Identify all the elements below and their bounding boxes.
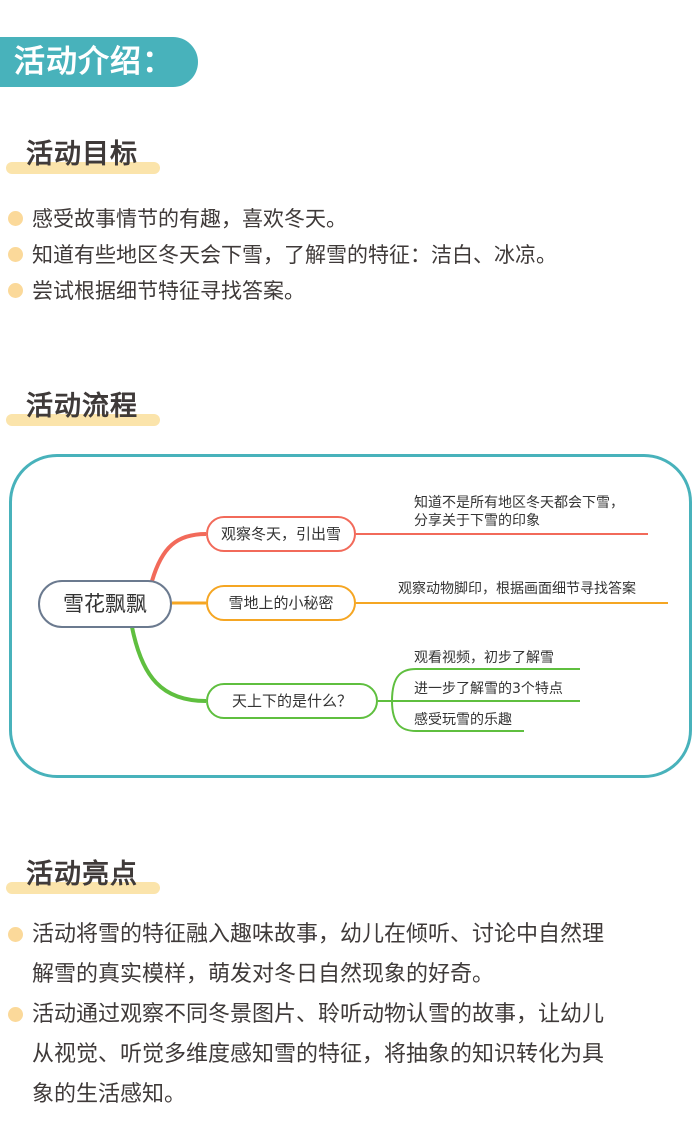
list-item: 活动通过观察不同冬景图片、聆听动物认雪的故事，让幼儿 从视觉、听觉多维度感知雪的… bbox=[0, 995, 700, 1115]
list-item: 知道有些地区冬天会下雪，了解雪的特征：洁白、冰凉。 bbox=[0, 237, 700, 273]
list-item-text-line: 从视觉、听觉多维度感知雪的特征，将抽象的知识转化为具 bbox=[32, 1042, 605, 1067]
list-item-text-line: 象的生活感知。 bbox=[32, 1082, 187, 1107]
heading-highlight bbox=[6, 162, 160, 174]
list-item-text-line: 活动通过观察不同冬景图片、聆听动物认雪的故事，让幼儿 bbox=[32, 1002, 605, 1027]
mindmap-leaf: 分享关于下雪的印象 bbox=[414, 513, 540, 529]
page-title: 活动介绍： bbox=[14, 44, 174, 80]
heading-text: 活动目标 bbox=[26, 139, 138, 170]
page-title-pill: 活动介绍： bbox=[0, 37, 198, 87]
mindmap-diagram: 雪花飘飘 观察冬天，引出雪 雪地上的小秘密 天上下的是什么？ 知道不是所有地区冬… bbox=[9, 454, 692, 778]
mindmap-root-node: 雪花飘飘 bbox=[38, 580, 172, 628]
heading-highlight bbox=[6, 414, 160, 426]
highlights-list: 活动将雪的特征融入趣味故事，幼儿在倾听、讨论中自然理 解雪的真实模样，萌发对冬日… bbox=[0, 915, 700, 1115]
list-item: 尝试根据细节特征寻找答案。 bbox=[0, 273, 700, 309]
mindmap-branch-node: 天上下的是什么？ bbox=[206, 683, 378, 719]
list-item-text: 尝试根据细节特征寻找答案。 bbox=[32, 279, 305, 303]
bullet-dot-icon bbox=[8, 247, 23, 262]
heading-text: 活动流程 bbox=[26, 391, 138, 422]
list-item-text-line: 解雪的真实模样，萌发对冬日自然现象的好奇。 bbox=[32, 962, 495, 987]
goals-list: 感受故事情节的有趣，喜欢冬天。 知道有些地区冬天会下雪，了解雪的特征：洁白、冰凉… bbox=[0, 201, 700, 309]
bullet-dot-icon bbox=[8, 1007, 23, 1022]
list-item: 感受故事情节的有趣，喜欢冬天。 bbox=[0, 201, 700, 237]
heading-text: 活动亮点 bbox=[26, 859, 138, 890]
bullet-dot-icon bbox=[8, 283, 23, 298]
bullet-dot-icon bbox=[8, 211, 23, 226]
list-item-text: 感受故事情节的有趣，喜欢冬天。 bbox=[32, 207, 347, 231]
mindmap-branch-node: 观察冬天，引出雪 bbox=[206, 516, 356, 552]
heading-highlight bbox=[6, 882, 160, 894]
list-item-text-line: 活动将雪的特征融入趣味故事，幼儿在倾听、讨论中自然理 bbox=[32, 922, 605, 947]
mindmap-branch-node: 雪地上的小秘密 bbox=[206, 585, 356, 621]
mindmap-leaf: 进一步了解雪的3个特点 bbox=[414, 681, 563, 697]
mindmap-leaf: 观察动物脚印，根据画面细节寻找答案 bbox=[398, 581, 636, 597]
list-item-text: 知道有些地区冬天会下雪，了解雪的特征：洁白、冰凉。 bbox=[32, 243, 557, 267]
section-heading-process: 活动流程 bbox=[6, 380, 162, 430]
mindmap-leaf: 感受玩雪的乐趣 bbox=[414, 712, 512, 728]
mindmap-leaf: 观看视频，初步了解雪 bbox=[414, 650, 554, 666]
mindmap-connectors bbox=[130, 532, 668, 732]
mindmap-leaf: 知道不是所有地区冬天都会下雪， bbox=[414, 495, 624, 511]
section-heading-highlights: 活动亮点 bbox=[6, 848, 162, 898]
bullet-dot-icon bbox=[8, 927, 23, 942]
list-item: 活动将雪的特征融入趣味故事，幼儿在倾听、讨论中自然理 解雪的真实模样，萌发对冬日… bbox=[0, 915, 700, 995]
section-heading-goals: 活动目标 bbox=[6, 128, 162, 178]
